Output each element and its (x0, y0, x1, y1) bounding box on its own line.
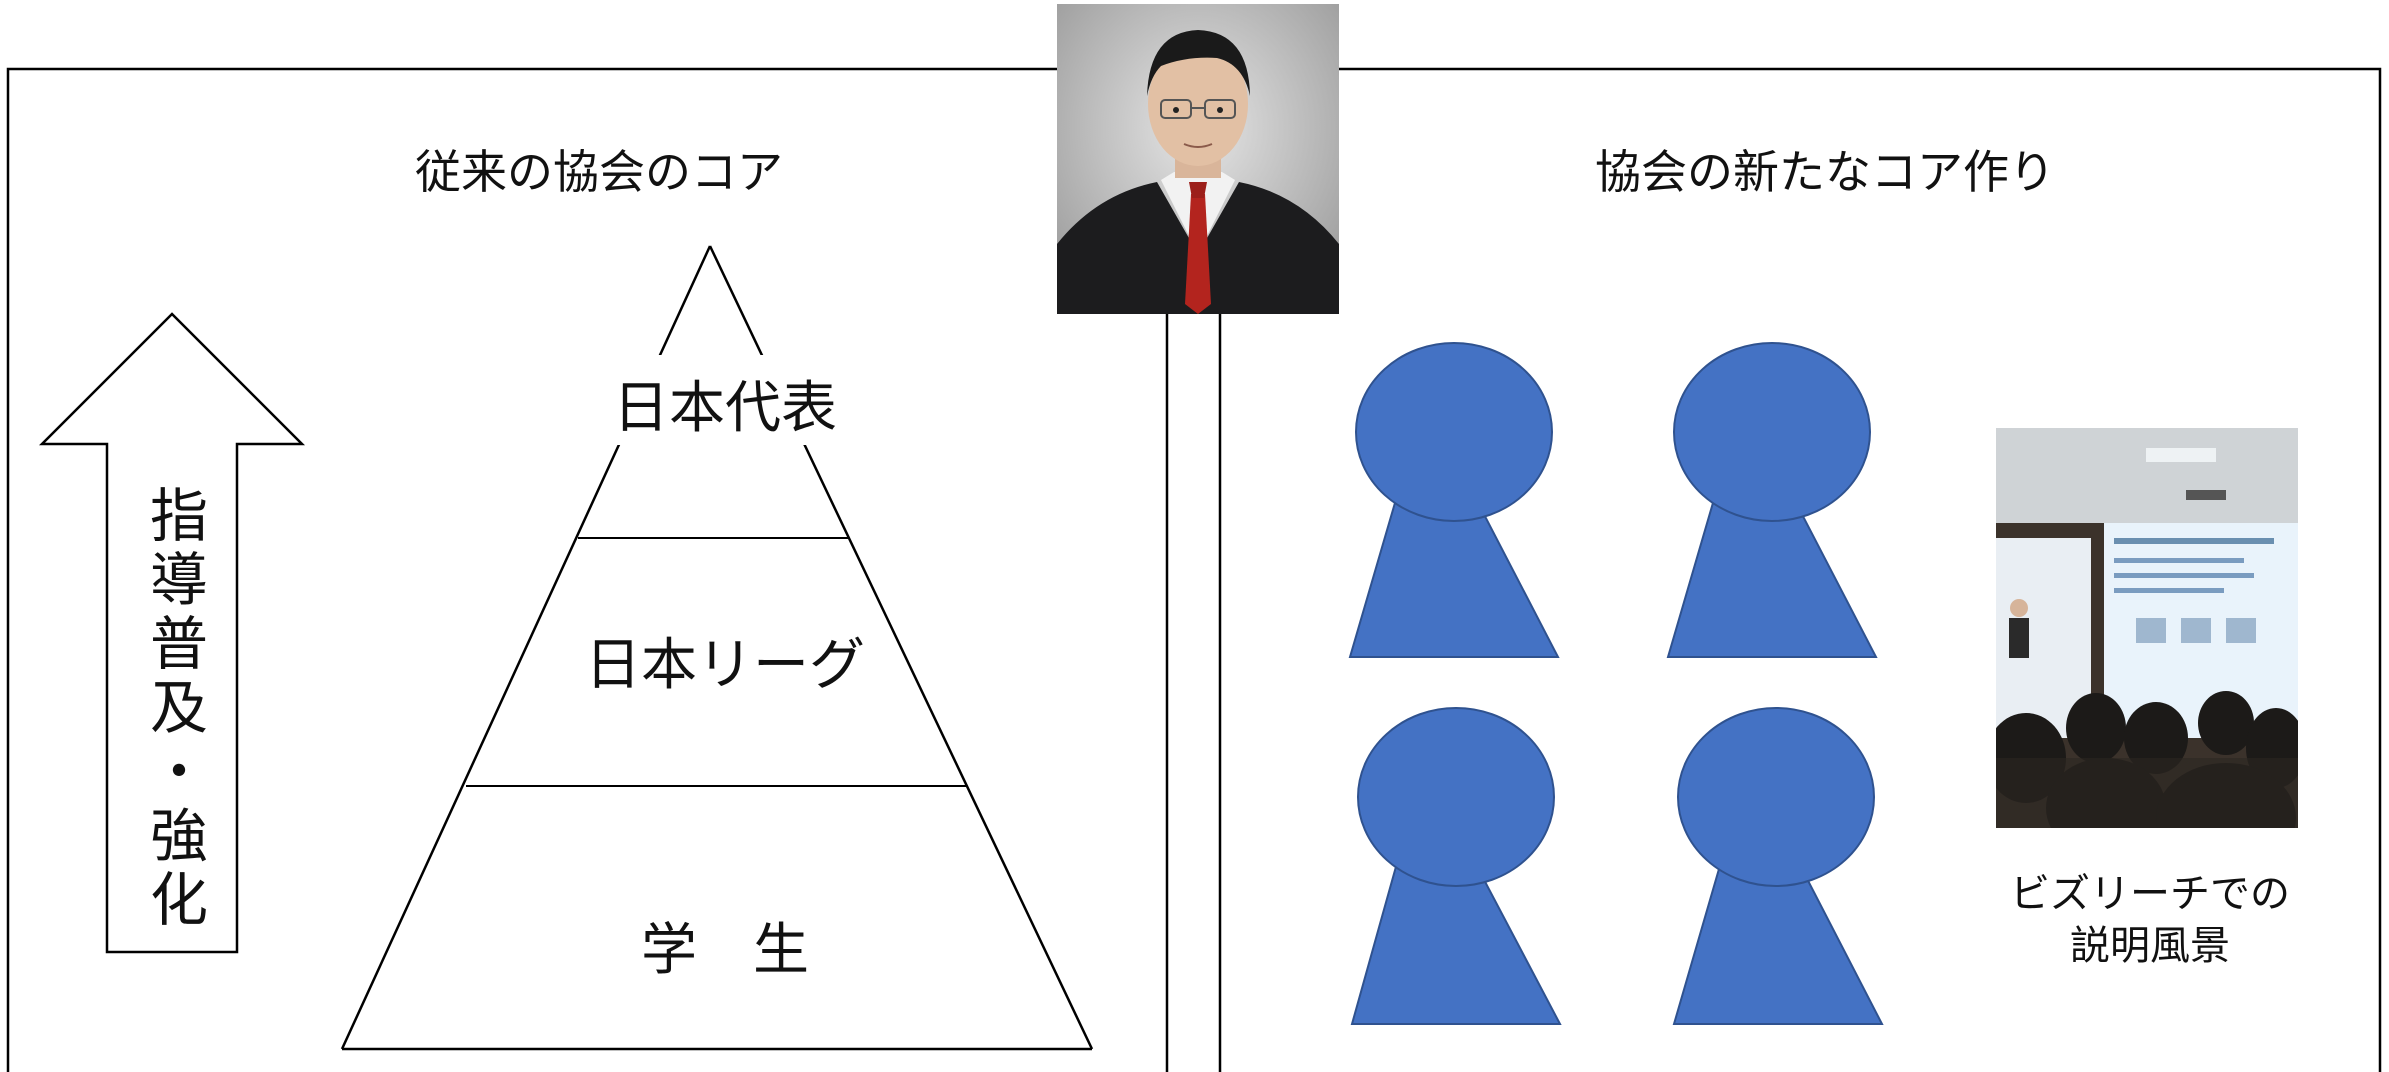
pyramid-tier-japan-league: 日本リーグ (585, 633, 865, 698)
portrait-photo (1057, 4, 1339, 314)
person-figure-4 (1672, 707, 1884, 1025)
pyramid-label-mask (600, 355, 840, 445)
right-panel-frame (1339, 67, 2382, 1072)
caption-line-1: ビズリーチでの (2010, 871, 2290, 917)
up-arrow-shape (38, 312, 306, 954)
pyramid-tier-national-team: 日本代表 (613, 376, 837, 441)
caption-line-2: 説明風景 (2070, 923, 2230, 969)
left-panel-title: 従来の協会のコア (415, 145, 783, 199)
pyramid-tier-students: 学 生 (641, 918, 809, 983)
person-figure-3 (1350, 707, 1562, 1025)
pyramid (340, 245, 1094, 1051)
arrow-label: 指導普及・強化 (140, 485, 208, 933)
seminar-photo (1996, 428, 2298, 828)
person-figure-1 (1348, 342, 1560, 658)
person-figure-2 (1666, 342, 1878, 658)
right-panel-title: 協会の新たなコア作り (1595, 145, 2055, 199)
seminar-photo-caption: ビズリーチでの 説明風景 (2000, 868, 2300, 972)
left-panel-frame (6, 67, 1057, 1072)
portrait-illustration (1057, 4, 1339, 314)
seminar-illustration (1996, 428, 2298, 828)
